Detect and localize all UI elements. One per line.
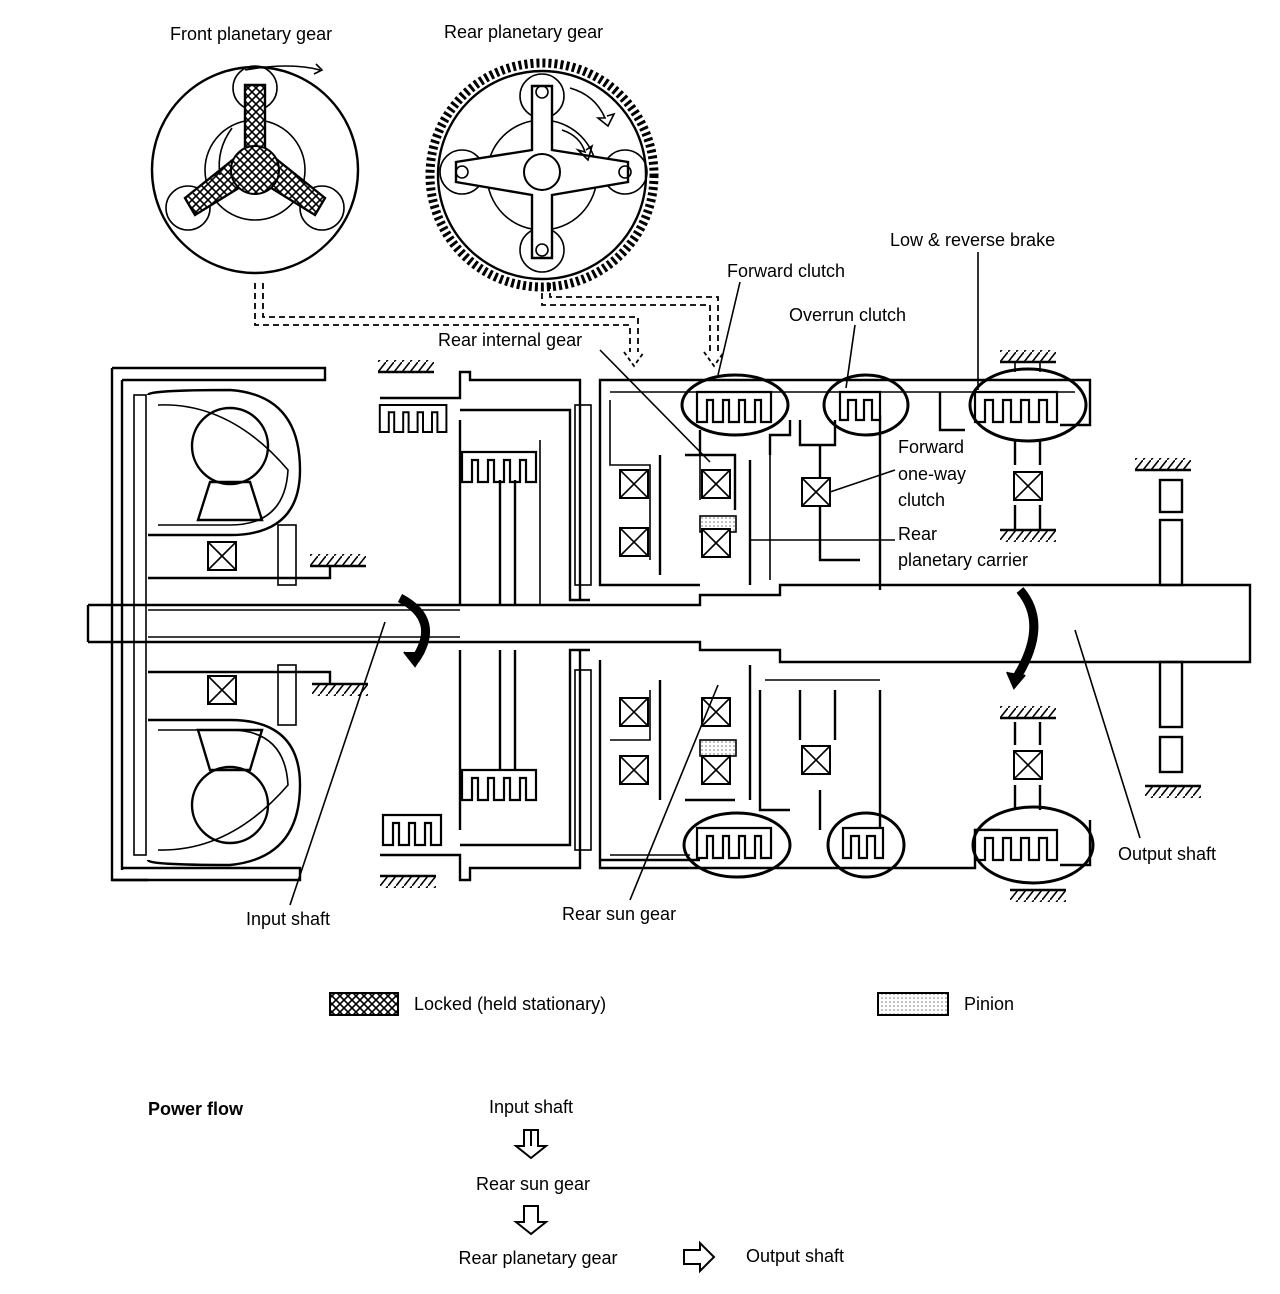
rear-planetary-gear-label: Rear planetary gear [444,22,603,42]
front-planetary-gear-view [150,63,360,275]
forward-clutch-circle-lower [682,811,792,879]
rear-planetary-gear-view [425,58,659,292]
power-flow-step-2: Rear sun gear [476,1174,590,1194]
low-reverse-brake-plates-upper [973,390,1059,424]
front-gear-assembly-upper [376,358,771,605]
input-shaft [112,583,1252,690]
rotation-arrow-icon [1011,587,1039,683]
front-planetary-gear-label: Front planetary gear [170,24,332,44]
rear-planetary-carrier-label-1: Rear [898,524,937,544]
low-reverse-brake-label: Low & reverse brake [890,230,1055,250]
rotation-arrow-icon [244,65,321,71]
rotation-arrow-icon [561,129,594,162]
torque-converter [86,366,370,882]
forward-one-way-clutch-label-2: one-way [898,464,966,484]
overrun-clutch-circle [822,373,910,437]
forward-one-way-clutch-label-3: clutch [898,490,945,510]
overrun-clutch-label: Overrun clutch [789,305,906,325]
rotation-arrow-icon [218,127,233,176]
power-flow-step-1: Input shaft [489,1097,573,1117]
flow-arrow-down-icon [513,1129,549,1160]
legend-pinion-label: Pinion [964,994,1014,1014]
rear-planetary-carrier-label-2: planetary carrier [898,550,1028,570]
power-flow-step-4: Output shaft [746,1246,844,1266]
rear-sun-gear-label: Rear sun gear [562,904,676,924]
forward-clutch-circle [680,373,790,437]
low-reverse-brake-circle-lower [971,805,1095,885]
forward-clutch-plates-lower [695,826,773,860]
rotation-arrow-icon [569,87,616,128]
front-gear-assembly-lower [378,648,752,890]
output-shaft-label: Output shaft [1118,844,1216,864]
flow-arrow-right-icon [683,1240,716,1274]
flow-arrow-down-icon [513,1205,549,1236]
forward-one-way-clutch-label-1: Forward [898,437,964,457]
forward-clutch-label: Forward clutch [727,261,845,281]
legend: Locked (held stationary) Pinion [329,992,1014,1016]
pinion-swatch [877,992,949,1016]
locked-swatch [329,992,399,1016]
forward-clutch-plates [695,390,773,424]
legend-locked-label: Locked (held stationary) [414,994,606,1014]
forward-one-way-clutch-bearing [801,477,831,507]
output-shaft-flange [1133,456,1203,800]
input-shaft-label: Input shaft [246,909,330,929]
overrun-clutch-plates [838,390,882,422]
rear-internal-gear-label: Rear internal gear [438,330,582,350]
low-reverse-brake-circle-upper [968,367,1088,443]
overrun-clutch-circle-lower [826,811,906,879]
low-reverse-brake-plates-lower [973,828,1059,862]
power-flow-step-3: Rear planetary gear [458,1248,617,1268]
power-flow: Power flow Input shaft Rear sun gear Rea… [148,1097,844,1274]
power-flow-title: Power flow [148,1099,244,1119]
overrun-clutch-plates-lower [841,826,885,860]
rotation-arrow-icon [397,594,431,663]
